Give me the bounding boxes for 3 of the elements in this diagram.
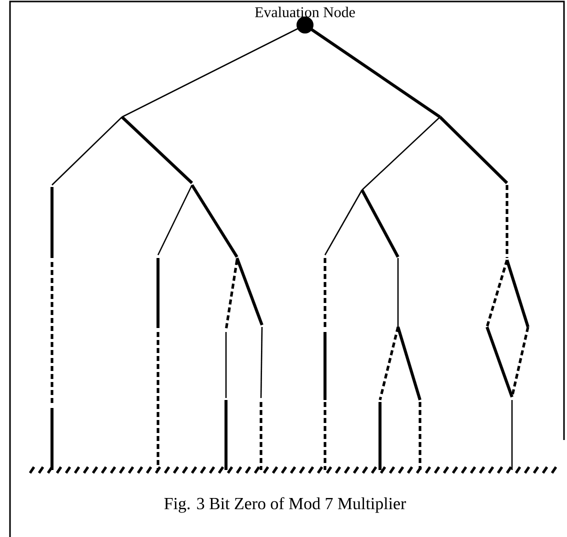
- evaluation-node: [296, 16, 314, 34]
- node-label: Evaluation Node: [255, 6, 355, 18]
- figure-caption: Fig. 3 Bit Zero of Mod 7 Multiplier: [164, 497, 406, 513]
